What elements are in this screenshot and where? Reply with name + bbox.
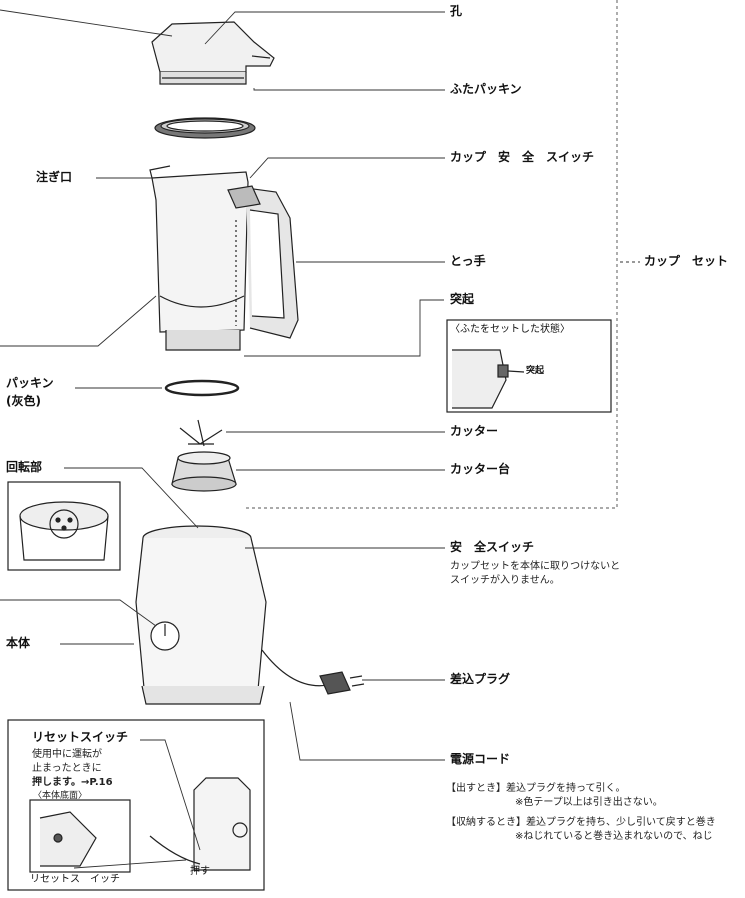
push-label: 押す bbox=[190, 866, 210, 878]
cutter-label: カッター bbox=[450, 424, 498, 438]
reset-switch-inset bbox=[8, 720, 264, 890]
cutter-base-label: カッター台 bbox=[450, 462, 510, 476]
hole-label: 孔 bbox=[450, 4, 462, 18]
cup-safety-switch-label: カップ 安 全 スイッチ bbox=[450, 150, 594, 164]
spout-label: 注ぎ口 bbox=[36, 170, 72, 184]
main-body-drawing bbox=[136, 526, 344, 704]
power-cord-label: 電源コード bbox=[450, 752, 510, 766]
cord-in-subnote: ※ねじれていると巻き込まれないので、ねじ bbox=[515, 830, 744, 844]
reset-note-2: 止まったときに bbox=[32, 762, 102, 776]
plug-drawing bbox=[320, 672, 364, 694]
main-body-label: 本体 bbox=[6, 636, 30, 650]
reset-note-1: 使用中に運転が bbox=[32, 748, 102, 762]
protrusion-inset-label: 突起 bbox=[526, 366, 544, 377]
reset-note-3: 押します。→P.16 bbox=[32, 776, 113, 790]
handle-label: とっ手 bbox=[450, 254, 486, 268]
cord-out-note: 【出すとき】差込プラグを持って引く。 bbox=[446, 782, 626, 796]
cutter-drawing bbox=[172, 420, 236, 491]
cup-drawing bbox=[150, 166, 298, 350]
safety-switch-label: 安 全スイッチ bbox=[450, 540, 534, 554]
cord-out-subnote: ※色テープ以上は引き出さない。 bbox=[515, 796, 663, 810]
packing-ring-drawing bbox=[166, 381, 238, 395]
lid-set-state-label: 〈ふたをセットした状態〉 bbox=[450, 324, 570, 336]
protrusion-label: 突起 bbox=[450, 292, 474, 306]
lid-drawing bbox=[152, 22, 274, 84]
rotating-part-inset bbox=[8, 482, 120, 570]
cord-in-note: 【収納するとき】差込プラグを持ち、少し引いて戻すと巻き bbox=[446, 816, 744, 830]
cup-set-label: カップ セット bbox=[644, 254, 728, 268]
body-bottom-label: 〈本体底面〉 bbox=[33, 790, 87, 802]
rotating-part-label: 回転部 bbox=[6, 460, 42, 474]
plug-label: 差込プラグ bbox=[450, 672, 510, 686]
packing-color-label: (灰色) bbox=[6, 394, 41, 408]
safety-switch-note-2: スイッチが入りません。 bbox=[450, 574, 560, 588]
packing-label: パッキン bbox=[6, 376, 54, 390]
lid-packing-label: ふたパッキン bbox=[450, 82, 522, 96]
safety-switch-note-1: カップセットを本体に取りつけないと bbox=[450, 560, 620, 574]
reset-switch-inset-label: リセットス イッチ bbox=[30, 874, 120, 886]
reset-switch-label: リセットスイッチ bbox=[32, 730, 128, 744]
lid-packing-drawing bbox=[155, 118, 255, 138]
